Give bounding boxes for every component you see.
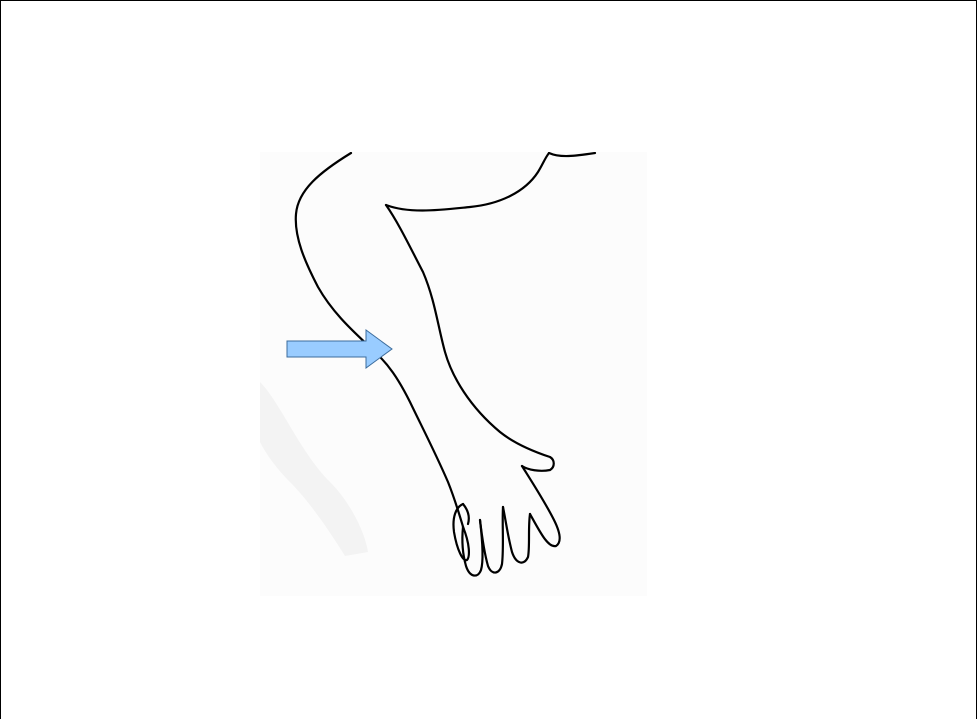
arm-drawing-image (260, 152, 647, 596)
right-arrow-icon (286, 329, 394, 369)
paper-shadow (260, 382, 368, 556)
